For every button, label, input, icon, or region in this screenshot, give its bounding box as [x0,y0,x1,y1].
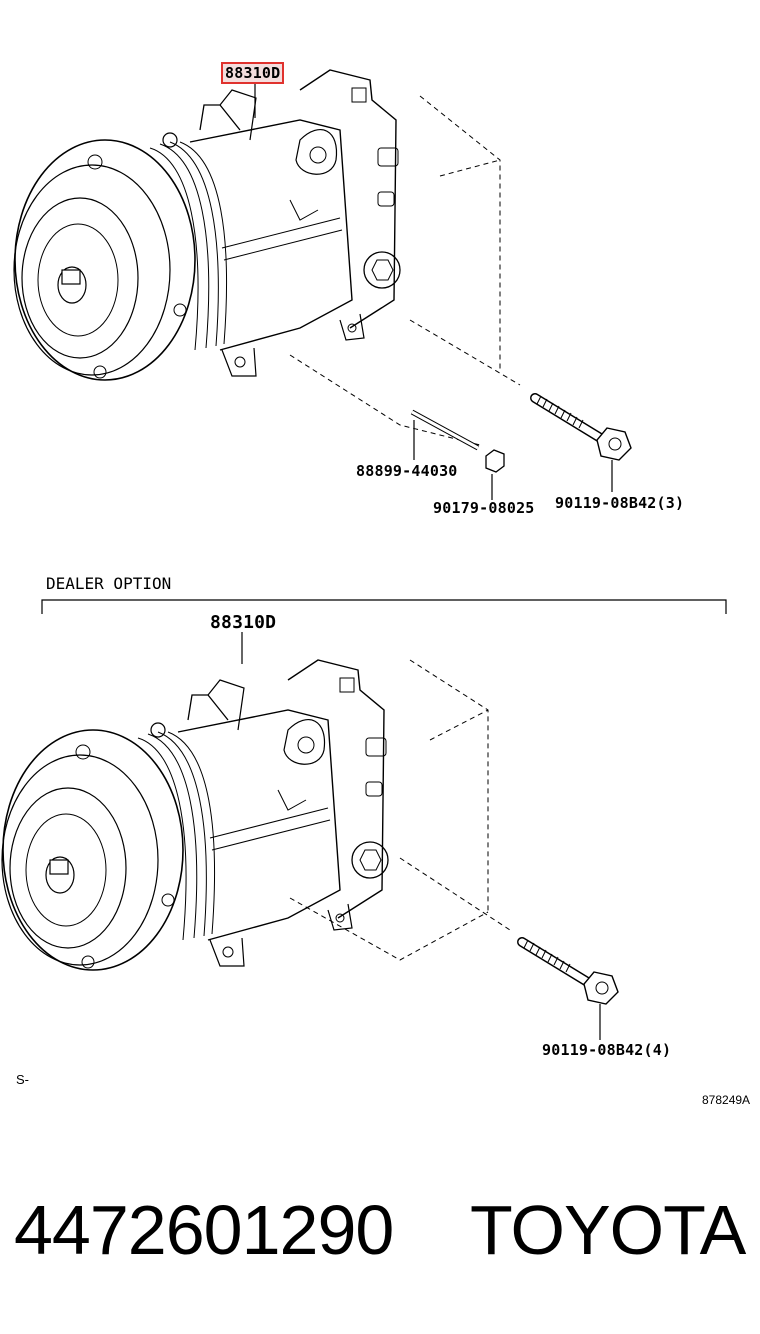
dealer-bolt-drawing [522,940,618,1004]
stud-bolt-drawing [410,409,480,451]
top-bolt-label[interactable]: 90119-08B42(3) [555,494,685,512]
top-compressor-label[interactable]: 88310D [221,62,285,84]
figure-code: 878249A [702,1093,751,1107]
nut-drawing [485,449,505,473]
nut-label[interactable]: 90179-08025 [433,499,535,517]
part-number: 4472601290 [14,1191,394,1269]
mounting-lines [289,95,521,446]
top-bolt-drawing [535,396,631,460]
dealer-option-title: DEALER OPTION [46,574,172,593]
mounting-lines [289,659,511,961]
dealer-bolt-label[interactable]: 90119-08B42(4) [542,1041,672,1059]
dealer-compressor-label[interactable]: 88310D [210,612,277,633]
section-marker: S- [16,1072,29,1087]
brand-name: TOYOTA [470,1191,746,1269]
stud-label[interactable]: 88899-44030 [356,462,458,480]
dealer-option-bracket [41,599,727,614]
dealer-compressor-drawing [1,659,389,971]
top-compressor-drawing [13,69,401,381]
